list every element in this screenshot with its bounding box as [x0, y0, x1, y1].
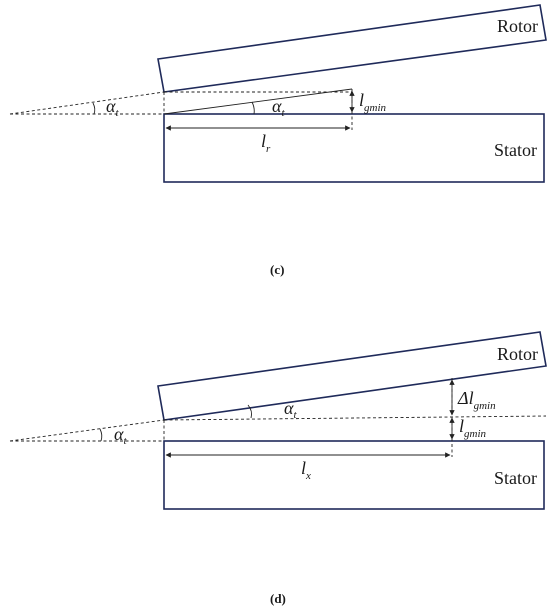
angle-arc-right-d [247, 404, 253, 419]
lgmin-label-d: lgmin [459, 416, 487, 440]
stator-label-c: Stator [494, 140, 537, 160]
tilt-line-c [163, 88, 353, 115]
angle-arc-left-c [92, 102, 96, 115]
rotor-box-c [157, 4, 547, 93]
alpha-label-right-c: αt [272, 96, 285, 119]
angle-arc-right-c [251, 101, 255, 115]
panel-d: Rotor Stator αt αt Δlgmin lgmin lx (d) [9, 331, 547, 606]
delta-lgmin-label-d: Δlgmin [457, 388, 496, 412]
rotor-box-d [157, 331, 547, 421]
angle-dash-d [9, 419, 165, 442]
alpha-label-left-d: αt [114, 424, 127, 447]
caption-d: (d) [270, 591, 286, 606]
alpha-label-left-c: αt [106, 96, 119, 119]
angle-arc-left-d [99, 428, 103, 442]
caption-c: (c) [270, 262, 284, 277]
lr-label-c: lr [261, 131, 271, 155]
stator-label-d: Stator [494, 468, 537, 488]
stator-box-d [163, 440, 545, 510]
stator-box-c [163, 113, 545, 183]
rotor-label-d: Rotor [497, 344, 538, 364]
rotor-label-c: Rotor [497, 16, 538, 36]
alpha-label-right-d: αt [284, 398, 297, 421]
lx-label-d: lx [301, 458, 311, 482]
lgmin-label-c: lgmin [359, 90, 387, 114]
angle-dash-c [9, 91, 165, 115]
parallel-dash-d [163, 415, 547, 421]
panel-c: Rotor Stator αt αt lgmin lr (c) [9, 4, 547, 277]
